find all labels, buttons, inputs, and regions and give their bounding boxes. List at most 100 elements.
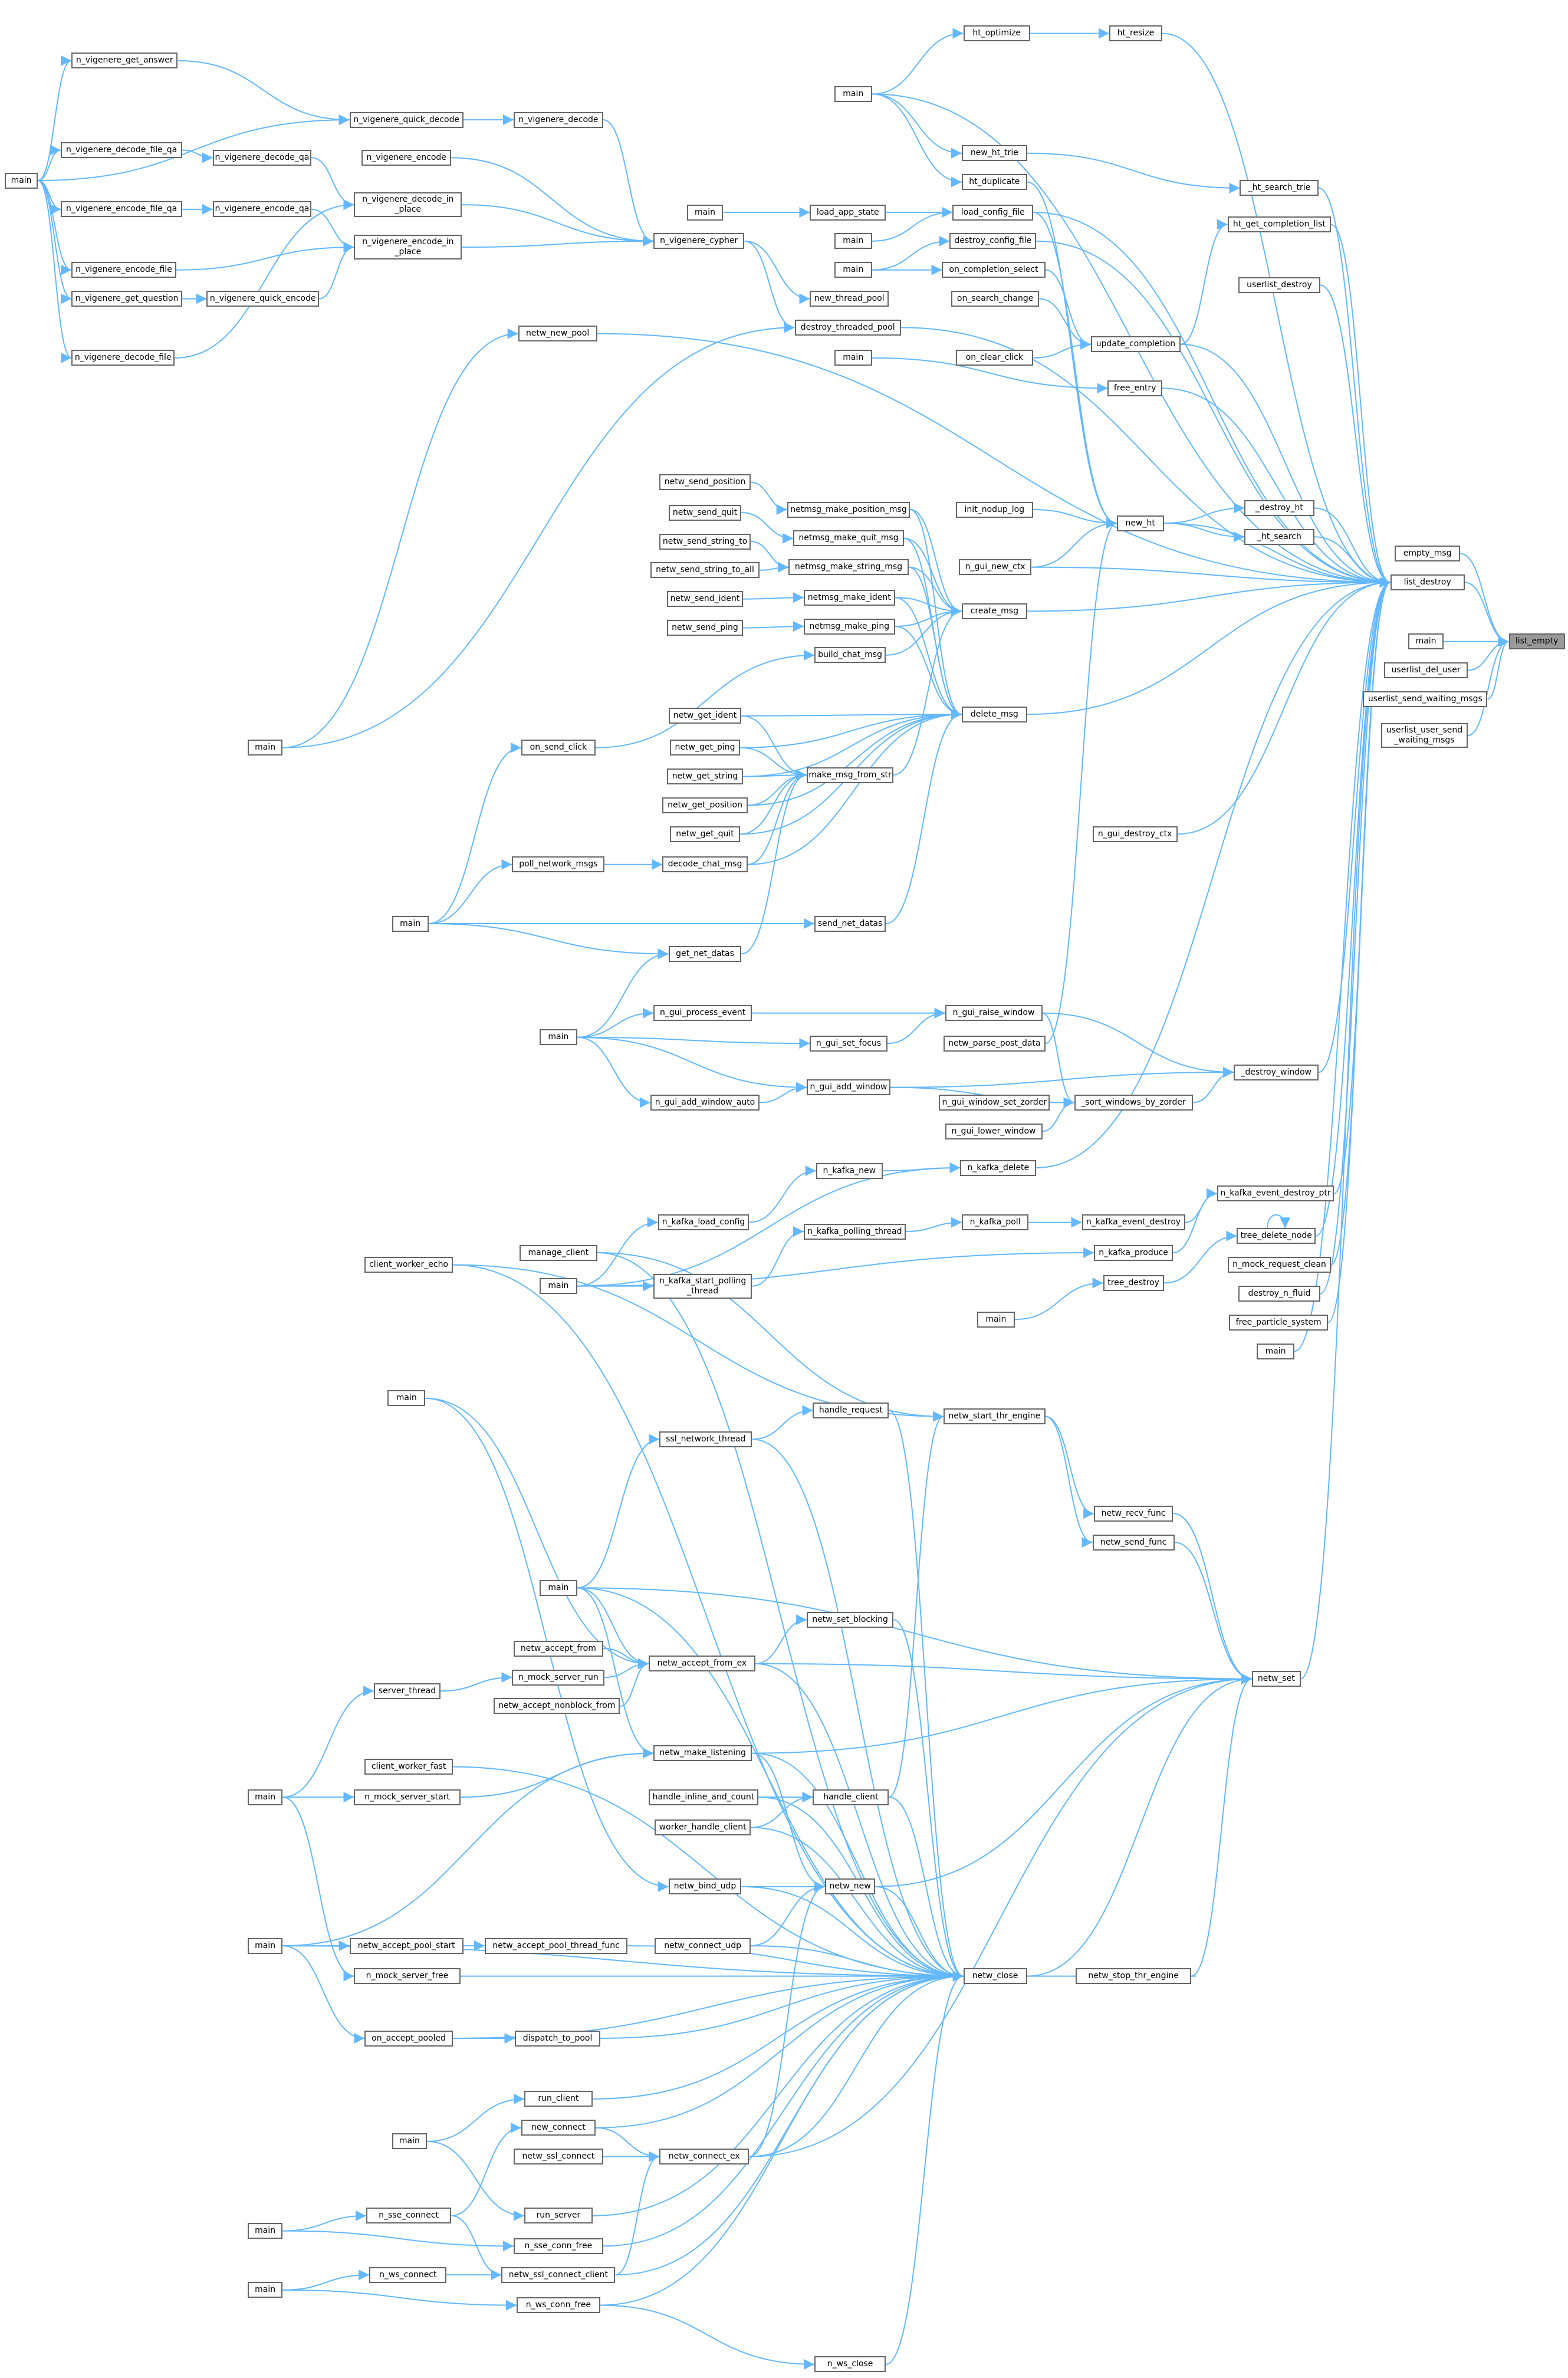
function-node-netw-connect-udp[interactable]: netw_connect_udp [655,1937,751,1954]
function-node-ht-resize[interactable]: ht_resize [1109,25,1163,42]
function-node-client-worker-echo[interactable]: client_worker_echo [364,1257,453,1273]
function-node-vg-encode-in-place[interactable]: n_vigenere_encode_in _place [354,235,462,260]
function-node-handle-client[interactable]: handle_client [813,1789,889,1805]
function-node-poll-network-msgs[interactable]: poll_network_msgs [512,856,605,873]
function-node-vg-encode-qa[interactable]: n_vigenere_encode_qa [212,201,312,218]
function-node-n-gui-destroy-ctx[interactable]: n_gui_destroy_ctx [1092,826,1178,842]
function-node-n-kafka-new[interactable]: n_kafka_new [816,1162,883,1179]
function-node-main-top[interactable]: main [834,86,872,102]
function-node-run-server[interactable]: run_server [524,2208,593,2224]
function-node-main-accpool[interactable]: main [247,1937,283,1954]
function-node-vg-cypher[interactable]: n_vigenere_cypher [653,233,745,249]
function-node-netw-connect-ex[interactable]: netw_connect_ex [659,2149,750,2165]
function-node-netw-send-ping[interactable]: netw_send_ping [667,620,743,636]
function-node-netw-send-ident[interactable]: netw_send_ident [667,591,743,607]
function-node-run-client[interactable]: run_client [524,2091,593,2107]
root-function-node[interactable]: list_empty [1508,633,1565,650]
function-node-main-pool[interactable]: main [247,740,283,756]
function-node-main-fe[interactable]: main [834,350,872,366]
function-node-n-gui-new-ctx[interactable]: n_gui_new_ctx [958,559,1032,576]
function-node-userlist-user-send-waiting-msgs[interactable]: userlist_user_send _waiting_msgs [1381,723,1468,748]
function-node-n-gui-add-window[interactable]: n_gui_add_window [807,1079,890,1096]
function-node-ssl-network-thread[interactable]: ssl_network_thread [659,1431,752,1447]
function-node-destroy-n-fluid[interactable]: destroy_n_fluid [1238,1285,1320,1302]
function-node-netw-get-string[interactable]: netw_get_string [667,768,743,785]
function-node-main-chat[interactable]: main [392,915,429,932]
function-node-n-kafka-load-config[interactable]: n_kafka_load_config [658,1214,750,1231]
function-node-netw-accept-from[interactable]: netw_accept_from [513,1640,603,1657]
function-node-netw-make-listening[interactable]: netw_make_listening [653,1745,752,1762]
function-node-n-kafka-event-destroy-ptr[interactable]: n_kafka_event_destroy_ptr [1217,1185,1334,1202]
function-node-n-kafka-delete[interactable]: n_kafka_delete [960,1160,1037,1176]
function-node-n-gui-set-focus[interactable]: n_gui_set_focus [810,1035,887,1052]
function-node-vg-decode-qa[interactable]: n_vigenere_decode_qa [212,149,312,166]
function-node-on-completion-select[interactable]: on_completion_select [942,262,1046,278]
function-node-main-sse[interactable]: main [247,2223,283,2239]
function-node-n-mock-server-free[interactable]: n_mock_server_free [354,1968,461,1985]
function-node-netw-send-position[interactable]: netw_send_position [659,474,751,491]
function-node-load-config-file[interactable]: load_config_file [952,204,1034,221]
function-node-main-dcf[interactable]: main [834,262,872,278]
function-node-main-lcf[interactable]: main [834,233,872,249]
function-node-netw-accept-nonblock-from[interactable]: netw_accept_nonblock_from [494,1698,620,1714]
function-node-netw-close[interactable]: netw_close [963,1968,1027,1985]
function-node-main-mock[interactable]: main [247,1789,283,1805]
function-node-userlist-destroy[interactable]: userlist_destroy [1238,277,1320,293]
function-node-netw-get-quit[interactable]: netw_get_quit [670,826,740,842]
function-node-ht-duplicate[interactable]: ht_duplicate [961,174,1027,190]
function-node-vg-encode-file-qa[interactable]: n_vigenere_encode_file_qa [61,201,183,218]
function-node-main-run[interactable]: main [392,2133,427,2150]
function-node-destroy-threaded-pool[interactable]: destroy_threaded_pool [794,319,901,336]
function-node-netw-send-func[interactable]: netw_send_func [1092,1534,1175,1551]
function-node-list-destroy[interactable]: list_destroy [1390,574,1465,590]
function-node-vg-get-question[interactable]: n_vigenere_get_question [71,291,183,307]
function-node-worker-handle-client[interactable]: worker_handle_client [655,1819,751,1836]
function-node-sort-windows-by-zorder[interactable]: _sort_windows_by_zorder [1074,1094,1193,1111]
function-node-netw-recv-func[interactable]: netw_recv_func [1094,1505,1173,1522]
function-node-n-gui-raise-window[interactable]: n_gui_raise_window [945,1005,1043,1022]
function-node-vg-decode-file[interactable]: n_vigenere_decode_file [71,350,175,366]
function-node-netw-set[interactable]: netw_set [1252,1671,1301,1687]
function-node-netw-ssl-connect-client[interactable]: netw_ssl_connect_client [501,2267,616,2283]
function-node-netmsg-make-ping[interactable]: netmsg_make_ping [803,618,895,635]
function-node-n-gui-lower-window[interactable]: n_gui_lower_window [945,1123,1043,1139]
function-node-userlist-send-waiting-msgs[interactable]: userlist_send_waiting_msgs [1363,691,1488,707]
function-node-netw-send-string-to-all[interactable]: netw_send_string_to_all [650,562,760,579]
function-node-n-kafka-polling-thread[interactable]: n_kafka_polling_thread [803,1223,906,1240]
function-node-main-ws[interactable]: main [247,2282,283,2298]
function-node-netw-stop-thr-engine[interactable]: netw_stop_thr_engine [1076,1968,1191,1985]
function-node-n-gui-process-event[interactable]: n_gui_process_event [653,1005,752,1022]
function-node-new-ht[interactable]: new_ht [1116,515,1164,531]
function-node-netw-start-thr-engine[interactable]: netw_start_thr_engine [944,1408,1046,1425]
function-node-n-kafka-event-destroy[interactable]: n_kafka_event_destroy [1082,1214,1185,1231]
function-node-free-particle-system[interactable]: free_particle_system [1229,1314,1328,1331]
function-node-netw-get-ping[interactable]: netw_get_ping [670,740,740,756]
function-node-on-search-change[interactable]: on_search_change [951,291,1040,307]
function-node-netmsg-make-quit-msg[interactable]: netmsg_make_quit_msg [793,530,905,547]
function-node-destroy-config-file[interactable]: destroy_config_file [949,233,1037,249]
function-node-new-connect[interactable]: new_connect [521,2120,596,2136]
function-node-init-nodup-log[interactable]: init_nodup_log [955,501,1034,518]
function-node-vg-quick-encode[interactable]: n_vigenere_quick_encode [206,291,320,307]
function-node-n-sse-conn-free[interactable]: n_sse_conn_free [513,2238,603,2254]
function-node-dispatch-to-pool[interactable]: dispatch_to_pool [515,2030,600,2047]
function-node-n-ws-connect[interactable]: n_ws_connect [369,2267,447,2283]
function-node-n-ws-close[interactable]: n_ws_close [814,2356,886,2373]
function-node-load-app-state[interactable]: load_app_state [810,204,886,221]
function-node-n-mock-server-run[interactable]: n_mock_server_run [512,1669,605,1686]
function-node-on-send-click[interactable]: on_send_click [521,740,596,756]
function-node-main-le[interactable]: main [1408,633,1444,650]
function-node-main-tree[interactable]: main [977,1311,1015,1328]
function-node-make-msg-from-str[interactable]: make_msg_from_str [807,767,893,783]
function-node-netw-set-blocking[interactable]: netw_set_blocking [807,1611,893,1628]
function-node-ht-optimize[interactable]: ht_optimize [963,25,1030,42]
function-node-ht-search[interactable]: _ht_search [1244,528,1314,545]
function-node-vg-encode[interactable]: n_vigenere_encode [361,149,452,166]
function-node-build-chat-msg[interactable]: build_chat_msg [814,647,886,664]
function-node-vg-get-answer[interactable]: n_vigenere_get_answer [71,52,178,69]
function-node-create-msg[interactable]: create_msg [961,603,1027,619]
function-node-netw-accept-from-ex[interactable]: netw_accept_from_ex [649,1656,755,1672]
function-node-main-kafka[interactable]: main [539,1278,578,1295]
function-node-n-gui-window-set-zorder[interactable]: n_gui_window_set_zorder [939,1094,1050,1111]
function-node-main-echo[interactable]: main [387,1390,426,1407]
